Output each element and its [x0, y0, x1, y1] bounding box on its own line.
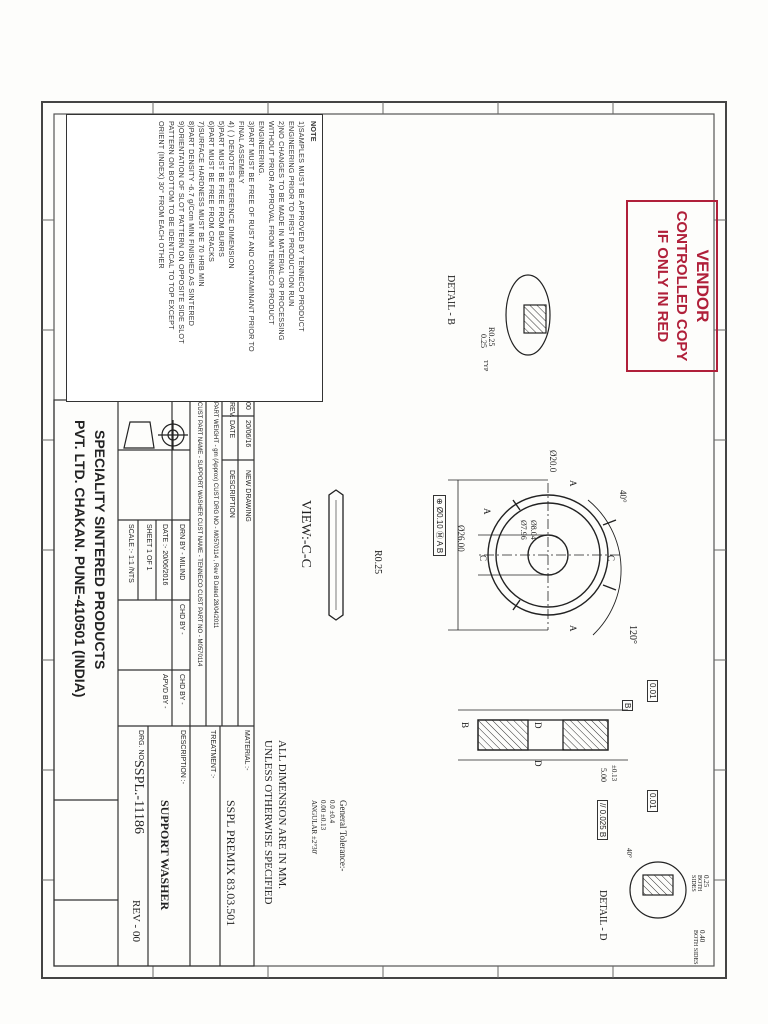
detail-d [629, 861, 687, 919]
date: DATE :- 20/06/2016 [161, 524, 168, 586]
detail-b-label: DETAIL - B [445, 275, 456, 325]
side-section [458, 709, 628, 761]
dim-dia20: Ø20.0 [548, 450, 558, 473]
section-c-1: C [478, 555, 488, 562]
front-view [448, 479, 622, 636]
material: SSPL PREMIX 83.03.501 [224, 800, 238, 927]
drg-no-label: DRG. NO. [137, 730, 144, 762]
detail-d-025: 0.25 [702, 875, 710, 888]
gen-tol-heading: General Tolerance:- [338, 800, 348, 872]
datum-a: A [482, 508, 492, 515]
parallel-tol: // 0.025 B [597, 800, 608, 841]
detail-d-label: DETAIL - D [597, 890, 608, 941]
detail-d-sides-2: BOTH SIDES [692, 930, 698, 965]
notes-box: NOTE 1)SAMPLES MUST BE APPROVED BY TENNE… [66, 114, 323, 402]
flatness-tol-1: 0.01 [647, 680, 658, 702]
note-line: 8)PART DENSITY -6.7 g/Ccm MIN FINISHED A… [187, 121, 196, 327]
rev-head-desc: DESCRIPTION [228, 470, 235, 518]
note-line: ENGINEERING. [257, 121, 266, 176]
company-line-2: PVT. LTD. CHAKAN. PUNE-410501 (INDIA) [72, 420, 88, 698]
detail-b-025: 0.25 [479, 334, 488, 348]
view-cc-section [328, 489, 344, 621]
rev-row-desc: NEW DRAWING [244, 470, 251, 522]
zone-ticks [42, 102, 726, 978]
title-block-lines [53, 399, 255, 967]
rev: REV - 00 [130, 900, 142, 942]
description: SUPPORT WASHER [158, 800, 172, 911]
dim-120: 120° [627, 625, 638, 644]
note-line: PATTERN ON BOTTOM TO BE IDENTICAL TO TOP… [167, 121, 176, 330]
detail-d-sides: SIDES [690, 875, 696, 892]
cust-part: CUST PART NAME - SUPPORT WASHER CUST NAM… [196, 402, 202, 667]
rev-head-date: DATE [228, 420, 235, 439]
detail-d-angle: 40° [625, 848, 633, 858]
rotated-drawing: NOTE 1)SAMPLES MUST BE APPROVED BY TENNE… [40, 100, 728, 980]
rev-row-date: 20/06/16 [244, 420, 251, 448]
description-label: DESCRIPTION :- [179, 730, 186, 785]
dims-unit-2: UNLESS OTHERWISE SPECIFIED [262, 740, 274, 905]
projection-symbol [123, 420, 188, 450]
chd-by: CHD BY - [178, 604, 185, 635]
note-line: FINAL ASSEMBLY [237, 121, 246, 184]
view-cc-r025: R0.25 [372, 550, 383, 575]
note-line: WITHOUT PRIOR APPROVAL FROM TENNECO PROD… [267, 121, 276, 326]
rev-head-rev: REV. [228, 402, 235, 418]
stamp-line-1: VENDOR [693, 249, 712, 323]
company-line-1: SPECIALITY SINTERED PRODUCTS [92, 430, 108, 670]
part-weight: PART WEIGHT - gm (Approx) CUST DRG NO - … [212, 402, 218, 629]
dims-unit-1: ALL DIMENSION ARE IN MM. [276, 740, 288, 890]
detail-d-both: BOTH [696, 875, 702, 892]
detail-b-r025: R0.25 [487, 327, 496, 347]
dim-40: 40° [618, 490, 628, 503]
label-b: B [460, 722, 470, 729]
section-c-2: C [606, 555, 616, 562]
flatness-tol-2: 0.01 [647, 790, 658, 812]
note-line: ENGINEERING PRIOR TO FIRST PRODUCTION RU… [287, 121, 296, 307]
gen-tol-angular: ANGULAR ±2°30' [310, 800, 318, 855]
notes-heading: NOTE [309, 121, 318, 142]
treatment-label: TREATMENT :- [209, 730, 216, 779]
note-line: 3)PART MUST BE FREE OF RUST AND CONTAMIN… [247, 121, 256, 352]
section-a-2: A [568, 625, 578, 632]
section-a-1: A [568, 480, 578, 487]
gen-tol-line-1: 0.0 ±0.4 [328, 800, 336, 824]
label-d-2: D [533, 760, 543, 767]
note-line: 5)PART MUST BE FREE FROM BURRS [217, 121, 226, 258]
detail-b [505, 274, 551, 356]
scale: SCALE :- 1:1 /NTS [127, 524, 134, 583]
datum-b: B [622, 700, 633, 712]
label-d-1: D [533, 722, 543, 729]
detail-b-typ: TYP [482, 360, 488, 372]
note-line: 9)ORIENTATION OF SLOT PATTERN ON OPPOSIT… [177, 121, 186, 344]
stamp-line-2: CONTROLLED COPY [673, 210, 690, 362]
vendor-stamp: VENDOR CONTROLLED COPY IF ONLY IN RED [626, 200, 718, 372]
drg-no: SSPL.-11186 [131, 760, 146, 835]
drawing-linework [41, 101, 727, 979]
note-line: 2)NO CHANGES TO BE MADE IN MATERIAL OR P… [277, 121, 286, 341]
apvd-by: APVD BY - [161, 674, 168, 709]
note-line: 1)SAMPLES MUST BE APPROVED BY TENNECO PR… [297, 121, 306, 332]
note-line: 6)PART MUST BE FREE FROM CRACKS [207, 121, 216, 263]
sheet: SHEET 1 OF 1 [145, 524, 152, 571]
outer-border [41, 101, 727, 979]
thickness-tol: ±0.13 [610, 765, 618, 782]
view-cc-label: VIEW:-C-C [298, 500, 313, 568]
stamp-line-3: IF ONLY IN RED [654, 229, 671, 343]
drn-by: DRN BY - MILIND [178, 524, 185, 581]
material-label: MATERIAL :- [243, 730, 250, 771]
note-line: ORIENT (INDEX) 30° FROM EACH OTHER [157, 121, 166, 269]
detail-d-040: 0.40 [698, 930, 706, 943]
dim-dia796: Ø7.96 [519, 520, 528, 540]
note-line: 7)SURFACE HARDNESS MUST BE 70 HRB MIN [197, 121, 206, 287]
gen-tol-line-2: 0.00 ±0.13 [319, 800, 327, 831]
dim-dia804: Ø8.04 [529, 520, 538, 540]
rev-row-rev: 00 [244, 402, 251, 410]
position-tolerance: ⊕ Ø0.10 Ⓜ A B [433, 495, 446, 557]
chd-by-2: CHD BY - [178, 674, 185, 705]
note-line: 4) ( ) DENOTES REFERENCE DIMENSION [227, 121, 236, 269]
thickness: 5.00 [599, 768, 608, 782]
dim-dia26: Ø26.00 [456, 525, 466, 552]
